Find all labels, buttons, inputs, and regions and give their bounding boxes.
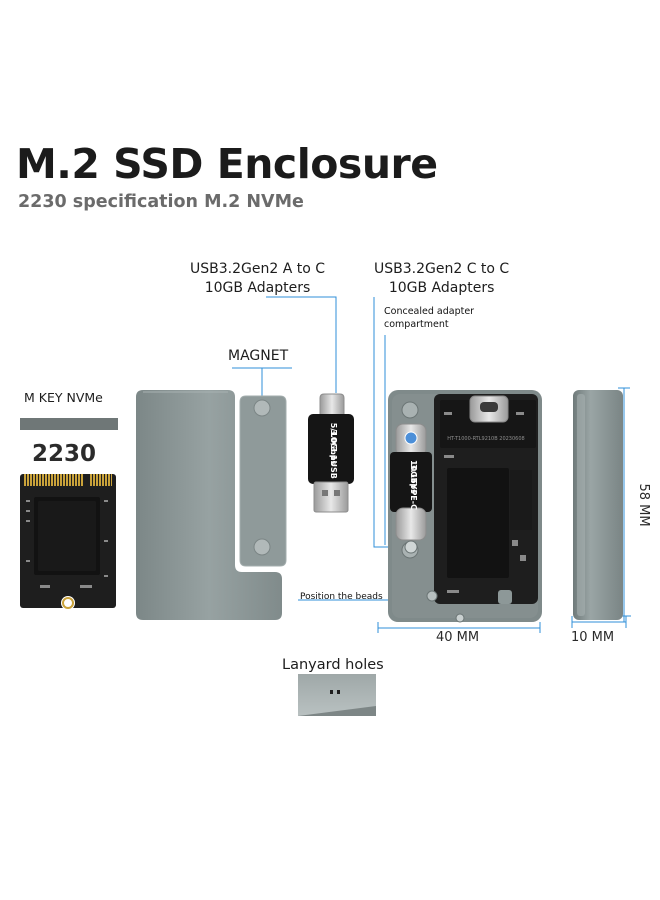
adapter-c-text-2: 10Gbps	[409, 460, 418, 494]
adapter-c-text-1: 3.1TYPE-C	[409, 464, 418, 510]
m2-2230-ssd	[20, 474, 116, 610]
pcb-marking: HT-T1000-RTL9210B 20230608	[447, 436, 524, 442]
usb-c-to-c-adapter	[390, 423, 432, 554]
adapter-a-text-2: 5/10Gbps	[329, 423, 338, 466]
label-usb-a-to-c-line2: 10GB Adapters	[204, 280, 311, 296]
position-bead	[426, 590, 438, 602]
magnet-strip	[239, 395, 287, 567]
magnet-dot	[253, 399, 271, 417]
label-magnet: MAGNET	[228, 348, 289, 364]
label-ssd-size: 2230	[32, 441, 97, 467]
guide-line-c-to-c	[373, 297, 393, 548]
label-position-beads: Position the beads	[300, 592, 383, 602]
page-title: M.2 SSD Enclosure	[16, 140, 438, 188]
label-usb-c-to-c: USB3.2Gen2 C to C 10GB Adapters	[374, 260, 509, 298]
guide-lines	[232, 296, 631, 633]
label-lanyard-holes: Lanyard holes	[282, 657, 384, 673]
label-usb-a-to-c: USB3.2Gen2 A to C 10GB Adapters	[190, 260, 325, 298]
m-key-connector	[20, 418, 118, 430]
label-concealed-line1: Concealed adapter	[384, 306, 475, 317]
magnet-dot	[253, 538, 271, 556]
adapter-body	[390, 452, 432, 512]
page-subtitle: 2230 specification M.2 NVMe	[18, 192, 304, 212]
label-concealed-compartment: Concealed adapter compartment	[384, 305, 474, 331]
guide-line-a-to-c	[266, 296, 337, 393]
dim-width-label: 40 MM	[436, 630, 480, 645]
adapter-body	[308, 414, 354, 484]
label-usb-a-to-c-line1: USB3.2Gen2 A to C	[190, 261, 326, 277]
enclosure-side-profile	[573, 390, 623, 620]
dim-depth-label: 10 MM	[571, 630, 615, 645]
usb-a-to-c-adapter	[308, 393, 354, 513]
label-m-key-nvme: M KEY NVMe	[24, 390, 103, 405]
label-usb-c-to-c-line2: 10GB Adapters	[388, 280, 495, 296]
adapter-a-text-1: 3.0/3.1USB	[329, 429, 338, 479]
enclosure-lid	[136, 390, 282, 620]
dim-height-label: 58 MM	[636, 483, 651, 526]
label-usb-c-to-c-line1: USB3.2Gen2 C to C	[374, 261, 510, 277]
label-concealed-line2: compartment	[384, 319, 449, 330]
controller-chip	[447, 468, 509, 578]
lanyard-hole-closeup	[298, 674, 376, 716]
